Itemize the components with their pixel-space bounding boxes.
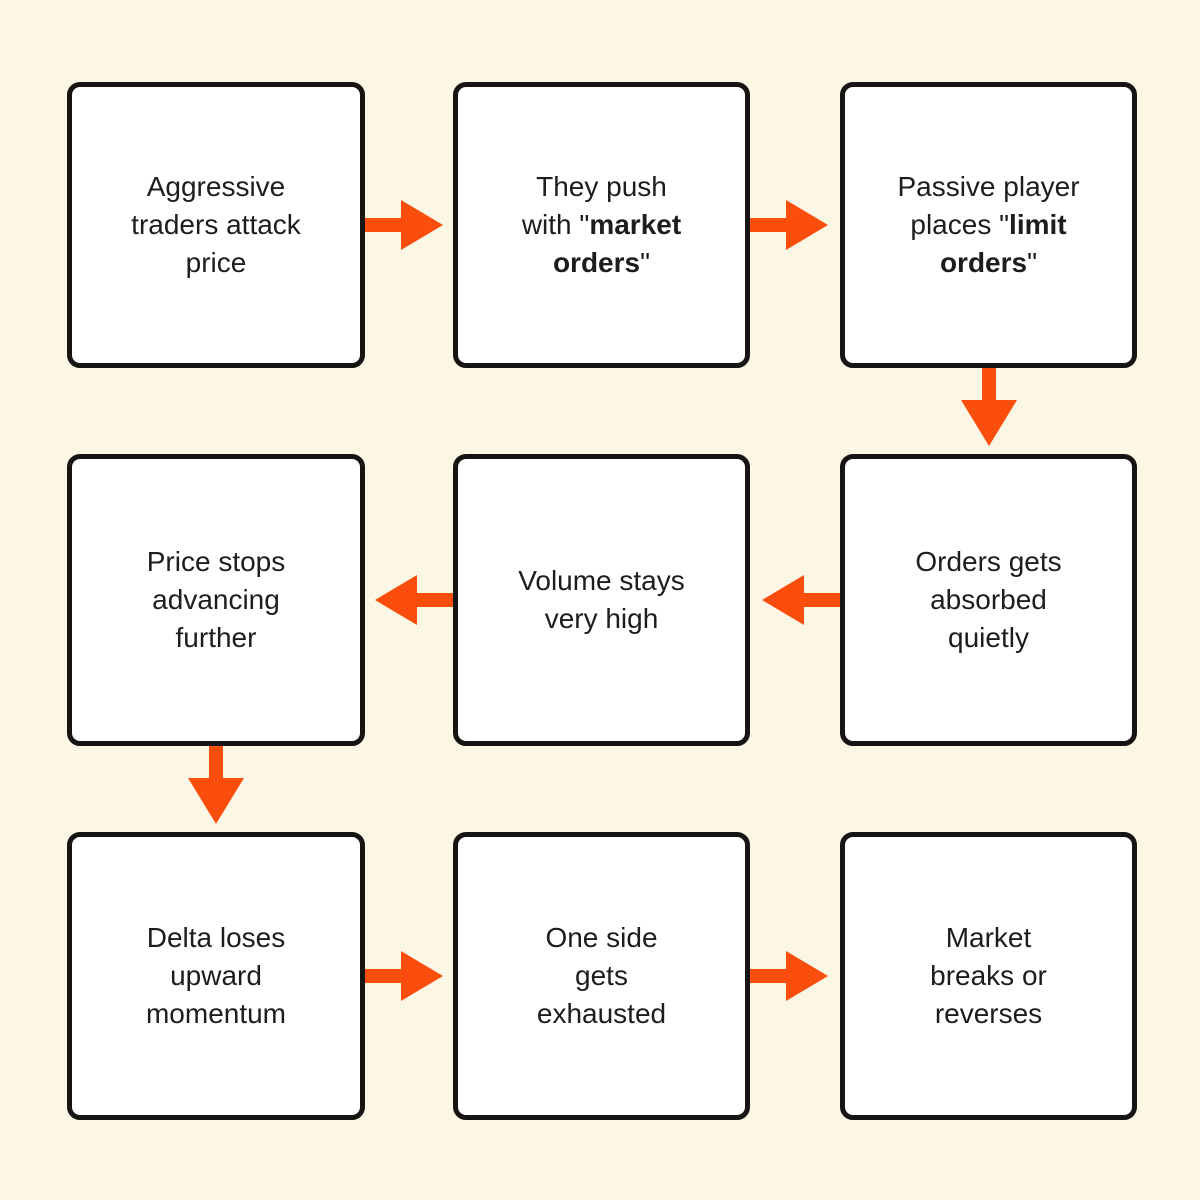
node-one-side-gets-exhausted: One side gets exhausted [453, 832, 750, 1120]
node-label-line: traders attack [131, 209, 301, 240]
node-label-line: quietly [948, 622, 1029, 653]
node-volume-stays-very-high: Volume stays very high [453, 454, 750, 746]
arrow-down-icon [188, 746, 244, 824]
arrow-right-icon [750, 951, 828, 1001]
node-label-line: absorbed [930, 584, 1047, 615]
node-label-line: exhausted [536, 998, 667, 1029]
node-label-line: They push [536, 171, 667, 202]
node-price-stops-advancing-further: Price stops advancing further [67, 454, 365, 746]
node-label-line: breaks or [930, 960, 1047, 991]
arrow-left-icon [375, 575, 453, 625]
node-label-line: places "limit [910, 209, 1067, 240]
node-market-breaks-or-reverses: Market breaks or reverses [840, 832, 1137, 1120]
arrow-down-icon [960, 368, 1017, 446]
node-label-line: further [175, 622, 257, 653]
node-push-with-market-orders: They push with "market orders" [453, 82, 750, 368]
node-aggressive-traders-attack-price: Aggressive traders attack price [67, 82, 365, 368]
node-label-line: One side [545, 922, 658, 953]
node-label-line: Orders gets [915, 546, 1062, 577]
node-label-line: Passive player [897, 171, 1080, 202]
arrow-right-icon [750, 200, 828, 250]
node-label-line: price [185, 247, 247, 278]
node-label-line: with "market [521, 209, 682, 240]
node-label-line: advancing [152, 584, 280, 615]
node-passive-player-places-limit-orders: Passive player places "limit orders" [840, 82, 1137, 368]
node-label-line: Volume stays [518, 565, 685, 596]
node-label-line: gets [575, 960, 628, 991]
node-label-line: orders" [552, 247, 651, 278]
arrow-right-icon [365, 951, 443, 1001]
node-label-line: Price stops [146, 546, 286, 577]
node-label-line: momentum [145, 998, 287, 1029]
node-label-line: very high [544, 603, 659, 634]
node-orders-gets-absorbed-quietly: Orders gets absorbed quietly [840, 454, 1137, 746]
node-label-line: orders" [939, 247, 1038, 278]
node-label-line: Market [945, 922, 1032, 953]
node-delta-loses-upward-momentum: Delta loses upward momentum [67, 832, 365, 1120]
arrow-left-icon [762, 575, 840, 625]
node-label-line: upward [170, 960, 262, 991]
flowchart-grid: Aggressive traders attack price They push w… [67, 82, 1137, 1120]
node-label-line: Delta loses [146, 922, 286, 953]
node-label-line: reverses [934, 998, 1043, 1029]
node-label-line: Aggressive [146, 171, 286, 202]
arrow-right-icon [365, 200, 443, 250]
